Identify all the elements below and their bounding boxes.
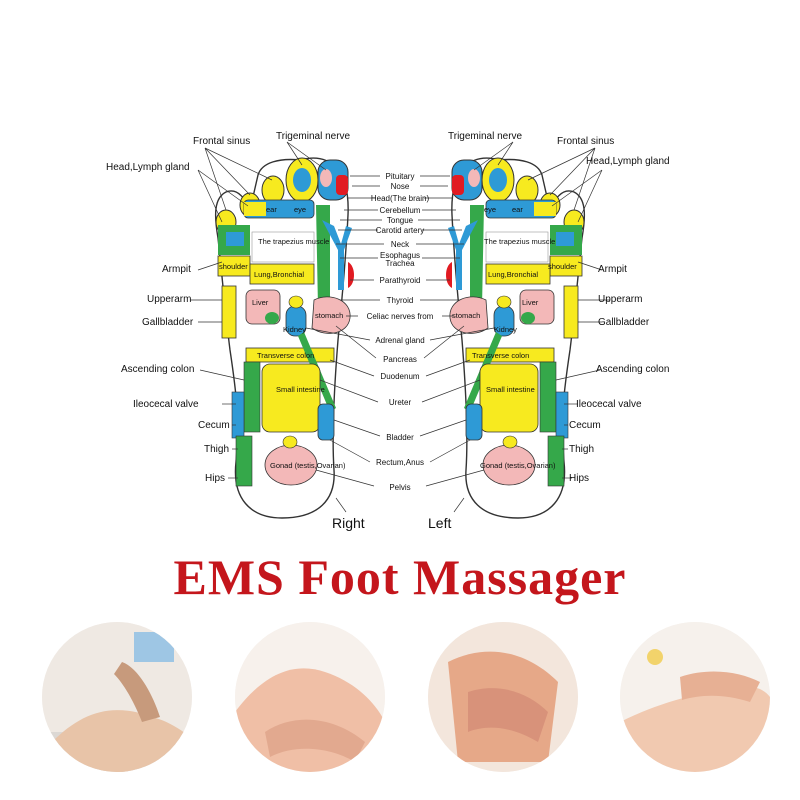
zone-trapezius-rf: The trapezius muscle: [258, 237, 329, 246]
zone-lung-rf: Lung,Bronchial: [254, 270, 304, 279]
label-hips-left: Hips: [205, 473, 225, 484]
leader-lines: [190, 141, 610, 513]
label-head-lymph-right: Head,Lymph gland: [586, 156, 670, 167]
label-pancreas: Pancreas: [383, 355, 417, 364]
zone-small-intestine-rf: Small intestine: [276, 385, 325, 394]
zone-trapezius-lf: The trapezius muscle: [484, 237, 555, 246]
label-armpit-right: Armpit: [598, 264, 627, 275]
zone-ear-lf: ear: [512, 205, 523, 214]
zone-lung-lf: Lung,Bronchial: [488, 270, 538, 279]
caption-right-foot: Right: [332, 515, 365, 531]
zone-stomach-lf: stomach: [452, 311, 480, 320]
label-thigh-right: Thigh: [569, 444, 594, 455]
label-cecum-right: Cecum: [569, 420, 601, 431]
label-pituitary: Pituitary: [386, 172, 415, 181]
foot-reflexology-chart: Frontal sinus Trigeminal nerve Head,Lymp…: [106, 131, 670, 531]
zone-kidney-rf: Kidney: [283, 325, 306, 334]
zone-gonad-rf: Gonad (testis,Ovarian): [270, 461, 346, 470]
label-neck: Neck: [391, 240, 410, 249]
product-title: EMS Foot Massager: [173, 549, 627, 605]
zone-liver-rf: Liver: [252, 298, 269, 307]
label-ureter: Ureter: [389, 398, 412, 407]
label-frontal-sinus-left: Frontal sinus: [193, 136, 250, 147]
zone-eye-rf: eye: [294, 205, 306, 214]
zone-transverse-colon-rf: Transverse colon: [257, 351, 314, 360]
label-hips-right: Hips: [569, 473, 589, 484]
label-ileocecal-left: Ileocecal valve: [133, 399, 199, 410]
zone-shoulder-lf: shoulder: [548, 262, 577, 271]
label-ascending-colon-left: Ascending colon: [121, 364, 194, 375]
label-carotid-artery: Carotid artery: [376, 226, 424, 235]
zone-kidney-lf: Kidney: [494, 325, 517, 334]
massage-photo-1: [42, 622, 192, 772]
zone-transverse-colon-lf: Transverse colon: [472, 351, 529, 360]
label-cecum-left: Cecum: [198, 420, 230, 431]
label-armpit-left: Armpit: [162, 264, 191, 275]
label-upperarm-left: Upperarm: [147, 294, 191, 305]
zone-ear-rf: ear: [266, 205, 277, 214]
label-thigh-left: Thigh: [204, 444, 229, 455]
label-pelvis: Pelvis: [389, 483, 410, 492]
label-rectum-anus: Rectum,Anus: [376, 458, 424, 467]
zone-liver-lf: Liver: [522, 298, 539, 307]
label-parathyroid: Parathyroid: [380, 276, 421, 285]
label-ileocecal-right: Ileocecal valve: [576, 399, 642, 410]
label-tongue: Tongue: [387, 216, 414, 225]
zone-small-intestine-lf: Small intestine: [486, 385, 535, 394]
caption-left-foot: Left: [428, 515, 451, 531]
massage-photo-3: [428, 622, 578, 772]
zone-eye-lf: eye: [484, 205, 496, 214]
label-esophagus: Esophagus: [380, 251, 420, 260]
label-adrenal-gland: Adrenal gland: [375, 336, 424, 345]
zone-shoulder-rf: shoulder: [219, 262, 248, 271]
label-ascending-colon-right: Ascending colon: [596, 364, 669, 375]
zone-stomach-rf: stomach: [315, 311, 343, 320]
label-trachea: Trachea: [385, 259, 415, 268]
label-thyroid: Thyroid: [387, 296, 414, 305]
label-frontal-sinus-right: Frontal sinus: [557, 136, 614, 147]
label-gallbladder-left: Gallbladder: [142, 317, 194, 328]
zone-gonad-lf: Gonad (testis,Ovarian): [480, 461, 556, 470]
massage-photo-2: [235, 622, 385, 772]
label-upperarm-right: Upperarm: [598, 294, 642, 305]
label-duodenum: Duodenum: [380, 372, 419, 381]
label-bladder: Bladder: [386, 433, 414, 442]
label-head-brain: Head(The brain): [371, 194, 430, 203]
label-cerebellum: Cerebellum: [380, 206, 421, 215]
label-trigeminal-nerve-left: Trigeminal nerve: [276, 131, 351, 142]
label-gallbladder-right: Gallbladder: [598, 317, 650, 328]
label-head-lymph-left: Head,Lymph gland: [106, 162, 190, 173]
label-trigeminal-nerve-right: Trigeminal nerve: [448, 131, 523, 142]
label-nose: Nose: [391, 182, 410, 191]
massage-photo-4: [620, 622, 770, 772]
label-celiac-nerves: Celiac nerves from: [367, 312, 434, 321]
